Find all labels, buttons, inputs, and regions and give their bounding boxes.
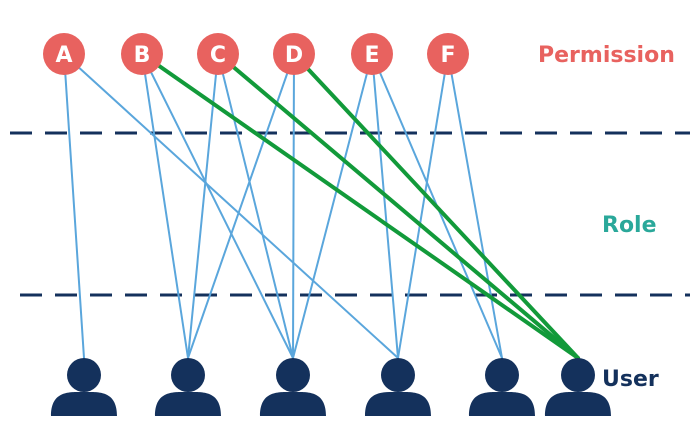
- edge-f-u5: [447, 53, 503, 359]
- edge-b-u2: [141, 53, 189, 359]
- user-body: [260, 391, 326, 416]
- user-head: [171, 358, 205, 392]
- layer-separators: [10, 131, 690, 297]
- permission-node-a: A: [43, 33, 85, 75]
- permission-label: B: [134, 43, 151, 68]
- permission-label: F: [440, 43, 455, 68]
- user-head: [561, 358, 595, 392]
- edge-a-u1: [63, 53, 85, 359]
- permission-circle: [197, 33, 239, 75]
- user-body: [155, 391, 221, 416]
- permission-node-e: E: [351, 33, 393, 75]
- user-icon: [545, 358, 611, 416]
- user-nodes: [51, 358, 611, 416]
- edge-d-u3: [292, 53, 295, 359]
- user-body: [469, 391, 535, 416]
- user-body: [545, 391, 611, 416]
- layer-label-role: Role: [602, 213, 657, 238]
- edge-f-u4: [397, 53, 449, 359]
- user-icon: [365, 358, 431, 416]
- permission-circle: [273, 33, 315, 75]
- permission-circle: [43, 33, 85, 75]
- user-body: [51, 391, 117, 416]
- user-icon: [51, 358, 117, 416]
- user-head: [276, 358, 310, 392]
- permission-label: E: [364, 43, 379, 68]
- permission-label: C: [210, 43, 226, 68]
- permission-label: A: [55, 43, 72, 68]
- user-head: [381, 358, 415, 392]
- edge-b-u3: [141, 53, 294, 359]
- permission-label: D: [285, 43, 303, 68]
- permission-circle: [121, 33, 163, 75]
- edge-a-u4: [63, 53, 399, 359]
- edge-e-u4: [371, 53, 399, 359]
- user-head: [67, 358, 101, 392]
- permission-circle: [351, 33, 393, 75]
- permission-node-d: D: [273, 33, 315, 75]
- edge-c-u3: [217, 53, 294, 359]
- user-body: [365, 391, 431, 416]
- user-icon: [260, 358, 326, 416]
- permission-node-b: B: [121, 33, 163, 75]
- layer-label-user: User: [602, 367, 659, 392]
- edge-d-u6: [292, 52, 580, 360]
- permission-circle: [427, 33, 469, 75]
- edge-b-u6: [140, 52, 580, 360]
- permission-node-f: F: [427, 33, 469, 75]
- permission-nodes: A B C D E F: [43, 33, 469, 75]
- user-head: [485, 358, 519, 392]
- user-icon: [155, 358, 221, 416]
- edges-green: [140, 52, 580, 360]
- user-icon: [469, 358, 535, 416]
- edge-c-u6: [216, 52, 580, 360]
- layer-label-permission: Permission: [538, 43, 675, 68]
- edge-e-u3: [292, 53, 373, 359]
- permission-node-c: C: [197, 33, 239, 75]
